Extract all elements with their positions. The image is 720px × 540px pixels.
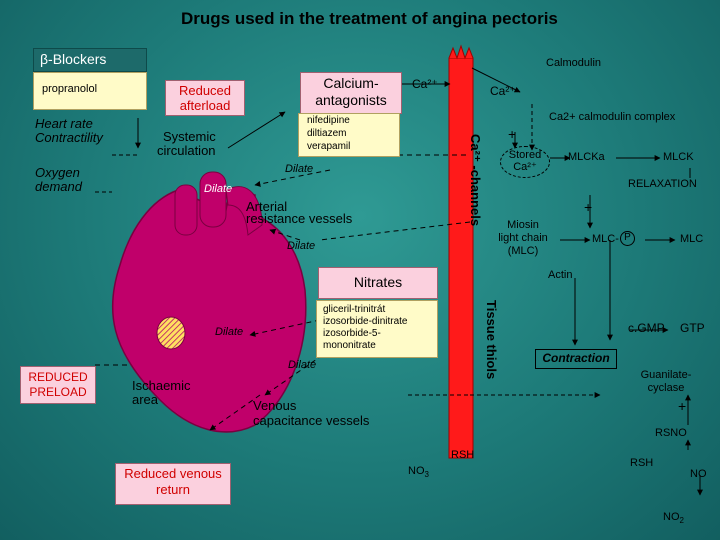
stored-ca-line1: Stored xyxy=(508,149,542,161)
tissue-thiols-label: Tissue thiols xyxy=(484,300,499,380)
dilate-label-1: Dilate xyxy=(285,163,314,175)
myosin-line1: Miosin xyxy=(507,219,539,231)
reduced-afterload-line2: afterload xyxy=(179,98,231,113)
plus-sign-3: + xyxy=(678,398,687,414)
reduced-venous-line1: Reduced venous xyxy=(124,466,222,481)
relaxation-label: RELAXATION xyxy=(628,178,697,190)
gtp-label: GTP xyxy=(680,321,705,335)
calcium-antagonists-box: Calcium- antagonists xyxy=(300,72,402,114)
phosphate-symbol: P xyxy=(624,232,631,243)
reduced-preload-box: REDUCED PRELOAD xyxy=(20,366,96,404)
ischaemic-line1: Ischaemic xyxy=(132,378,191,393)
systemic-line1: Systemic xyxy=(163,129,216,144)
contraction-box: Contraction xyxy=(535,349,617,369)
nitrates-box: Nitrates xyxy=(318,267,438,299)
heart-rate-label: Heart rate xyxy=(35,116,93,131)
ca-ion-label-1: Ca²⁺ xyxy=(412,77,438,91)
cgmp-label: c.GMP xyxy=(628,321,665,335)
no2-text: NO xyxy=(663,511,680,523)
nitrates-drug-box: gliceril-trinitrát izosorbide-dinitrate … xyxy=(316,300,438,358)
guanylate-line1: Guanilate- xyxy=(640,369,692,381)
nitrates-title: Nitrates xyxy=(353,274,403,290)
actin-label: Actin xyxy=(548,269,573,281)
diagram-title: Drugs used in the treatment of angina pe… xyxy=(181,9,558,28)
contractility-label: Contractility xyxy=(35,130,103,145)
arterial-line1: Arterial xyxy=(246,199,288,214)
calcium-drug-box: nifedipine diltiazem verapamil xyxy=(298,113,400,157)
ca-channels-label: Ca²⁺ -channels xyxy=(468,134,483,227)
nitrate-drug-4: mononitrate xyxy=(323,340,376,351)
reduced-preload-line1: REDUCED xyxy=(28,370,88,384)
plus-sign-1: + xyxy=(508,126,517,142)
myosin-line3: (MLC) xyxy=(507,245,539,257)
connectors xyxy=(95,67,703,496)
calcium-antagonists-line1: Calcium- xyxy=(323,75,379,91)
no3-subscript: 3 xyxy=(424,470,429,480)
contraction-label: Contraction xyxy=(542,351,610,365)
venous-line1: Venous xyxy=(253,398,297,413)
demand-label: demand xyxy=(35,179,82,194)
guanylate-line2: cyclase xyxy=(647,382,685,394)
dilate-label-2: Dilate xyxy=(204,183,233,195)
nitrate-drug-2: izosorbide-dinitrate xyxy=(323,316,408,327)
propranolol-label: propranolol xyxy=(42,83,98,95)
stored-ca-box: Stored Ca²⁺ xyxy=(500,146,550,178)
reduced-venous-line2: return xyxy=(156,482,190,497)
ca-channel-column xyxy=(448,44,474,459)
reduced-afterload-line1: Reduced xyxy=(178,83,232,98)
dilate-label-5: Dilate xyxy=(288,359,317,371)
reduced-afterload-box: Reduced afterload xyxy=(165,80,245,116)
ischaemic-area-mark xyxy=(156,316,186,350)
arterial-line2: resistance vessels xyxy=(246,211,353,226)
phosphate-icon: P xyxy=(620,231,635,246)
no-label: NO xyxy=(690,468,707,480)
mlck-label: MLCK xyxy=(663,151,694,163)
mlc-p-label: MLC- xyxy=(592,233,619,245)
dilate-label-4: Dilate xyxy=(215,326,244,338)
myosin-line2: light chain xyxy=(498,232,548,244)
ca-ion-label-2: Ca²⁺ xyxy=(490,84,516,98)
propranolol-box: propranolol xyxy=(33,72,147,110)
nitrate-drug-3: izosorbide-5- xyxy=(323,328,381,339)
no2-subscript: 2 xyxy=(679,516,684,526)
rsh-label-1: RSH xyxy=(451,449,475,461)
no2-label: NO2 xyxy=(663,511,684,526)
venous-line2: capacitance vessels xyxy=(253,413,370,428)
stored-ca-line2: Ca²⁺ xyxy=(513,161,537,173)
nitrate-drug-1: gliceril-trinitrát xyxy=(323,304,386,315)
rsno-label: RSNO xyxy=(655,427,687,439)
beta-blocker-header-box: β-Blockers xyxy=(33,48,147,72)
no3-text: NO xyxy=(408,465,425,477)
no3-label: NO3 xyxy=(408,465,429,480)
plus-sign-2: + xyxy=(584,199,593,215)
calcium-antagonists-line2: antagonists xyxy=(315,92,387,108)
mlc-label: MLC xyxy=(680,233,704,245)
dilate-label-3: Dilate xyxy=(287,240,316,252)
diltiazem-label: diltiazem xyxy=(307,128,347,139)
heart-illustration xyxy=(111,171,307,433)
nifedipine-label: nifedipine xyxy=(307,115,350,126)
rsh-label-2: RSH xyxy=(630,457,654,469)
beta-blocker-header: β-Blockers xyxy=(40,51,107,67)
systemic-line2: circulation xyxy=(157,143,216,158)
ca-calmodulin-label: Ca2+ calmodulin complex xyxy=(549,111,676,123)
mlcka-label: MLCKa xyxy=(568,151,605,163)
reduced-preload-line2: PRELOAD xyxy=(29,385,87,399)
oxygen-label: Oxygen xyxy=(35,165,80,180)
verapamil-label: verapamil xyxy=(307,141,351,152)
reduced-venous-box: Reduced venous return xyxy=(115,463,231,505)
ischaemic-line2: area xyxy=(132,392,159,407)
calmodulin-label: Calmodulin xyxy=(546,57,602,69)
